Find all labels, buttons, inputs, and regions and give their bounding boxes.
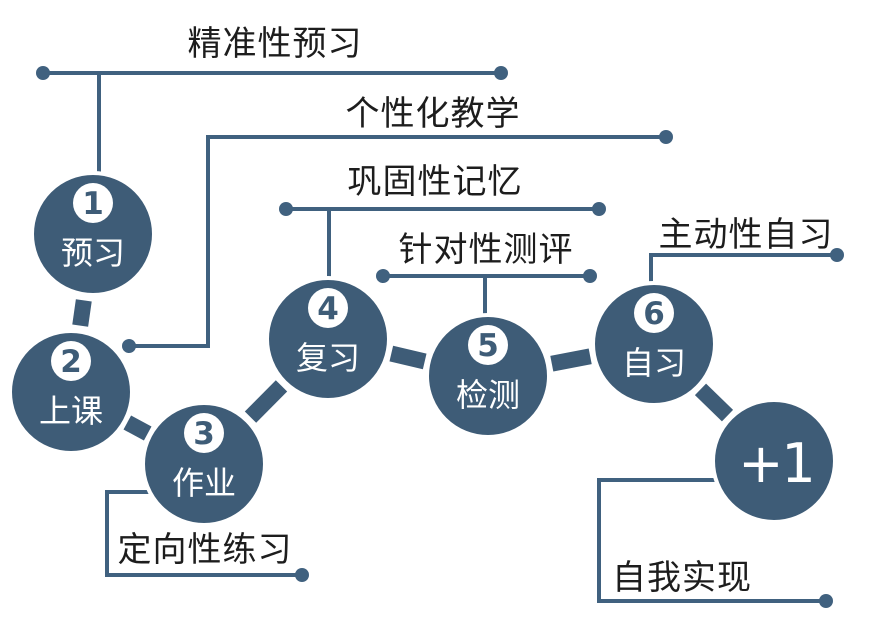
node-step-6-circle — [591, 281, 717, 407]
callout-consolidated-memory-line — [286, 207, 599, 283]
node-step-4-badge — [308, 288, 348, 328]
node-plus-one-circle — [711, 398, 837, 524]
node-step-1-badge — [73, 183, 113, 223]
callout-targeted-assessment: 针对性测评 — [376, 231, 597, 320]
callout-consolidated-memory-label: 巩固性记忆 — [348, 163, 523, 201]
node-step-3-circle — [141, 401, 267, 527]
node-step-5-testing: 5 检测 — [425, 313, 551, 439]
callout-self-actualization: 自我实现 — [597, 478, 833, 608]
callout-consolidated-memory-dot-left — [279, 202, 293, 216]
node-step-4-number: 4 — [317, 291, 339, 327]
node-step-5-badge — [468, 325, 508, 365]
callout-proactive-self-study-dot — [830, 248, 844, 262]
node-step-2-number: 2 — [60, 344, 82, 380]
node-plus-one: +1 — [711, 398, 837, 524]
callout-self-actualization-line — [597, 478, 826, 603]
node-plus-one-label: +1 — [738, 432, 814, 495]
node-step-3-number: 3 — [193, 416, 215, 452]
callout-self-actualization-label: 自我实现 — [612, 559, 752, 597]
callout-directed-practice-line — [105, 490, 302, 577]
node-step-6-label: 自习 — [622, 345, 686, 381]
node-step-2-attend-class: 2 上课 — [8, 329, 134, 455]
callout-proactive-self-study: 主动性自习 — [649, 216, 844, 292]
callout-consolidated-memory: 巩固性记忆 — [279, 163, 606, 283]
node-step-2-label: 上课 — [39, 393, 103, 429]
node-step-3-label: 作业 — [172, 465, 236, 501]
callout-personalized-teaching: 个性化教学 — [122, 95, 673, 353]
callout-targeted-assessment-label: 针对性测评 — [399, 231, 574, 269]
connector-2-3 — [123, 415, 152, 441]
node-step-2-badge — [51, 341, 91, 381]
node-step-2-circle — [8, 329, 134, 455]
callout-directed-practice: 定向性练习 — [105, 490, 309, 582]
node-connectors — [72, 299, 734, 441]
node-step-1-number: 1 — [82, 186, 104, 222]
node-step-6-number: 6 — [643, 296, 665, 332]
node-step-5-circle — [425, 313, 551, 439]
callout-proactive-self-study-line — [649, 253, 837, 292]
callout-precise-preview-dot-right — [494, 66, 508, 80]
callout-precise-preview-line — [43, 71, 501, 177]
node-step-4-circle — [265, 276, 391, 402]
callout-personalized-teaching-dot-left — [122, 339, 136, 353]
callout-personalized-teaching-dot-right — [659, 130, 673, 144]
node-step-4-label: 复习 — [296, 340, 360, 376]
callout-self-actualization-dot — [819, 594, 833, 608]
node-step-1-label: 预习 — [61, 235, 125, 271]
callout-precise-preview: 精准性预习 — [36, 25, 508, 177]
connector-5-6 — [550, 348, 592, 372]
connector-1-2 — [72, 299, 92, 327]
node-step-3-homework: 3 作业 — [141, 401, 267, 527]
callout-precise-preview-dot-left — [36, 66, 50, 80]
callout-consolidated-memory-dot-right — [592, 202, 606, 216]
connector-6-plus — [694, 383, 734, 422]
node-step-6-self-study: 6 自习 — [591, 281, 717, 407]
node-step-1-circle — [30, 171, 156, 297]
callout-targeted-assessment-dot-right — [583, 269, 597, 283]
connector-4-5 — [389, 345, 427, 370]
node-step-5-label: 检测 — [456, 377, 520, 413]
callout-directed-practice-dot — [295, 568, 309, 582]
connector-3-4 — [244, 380, 288, 423]
callout-directed-practice-label: 定向性练习 — [118, 531, 293, 569]
callout-targeted-assessment-line — [383, 274, 590, 320]
node-step-3-badge — [184, 413, 224, 453]
node-step-5-number: 5 — [477, 328, 499, 364]
callout-personalized-teaching-label: 个性化教学 — [346, 95, 521, 133]
callout-targeted-assessment-dot-left — [376, 269, 390, 283]
node-step-4-review: 4 复习 — [265, 276, 391, 402]
node-step-1-preview: 1 预习 — [30, 171, 156, 297]
callout-personalized-teaching-line — [129, 135, 666, 348]
callout-proactive-self-study-label: 主动性自习 — [659, 216, 834, 254]
callout-precise-preview-label: 精准性预习 — [188, 25, 363, 63]
node-step-6-badge — [634, 293, 674, 333]
